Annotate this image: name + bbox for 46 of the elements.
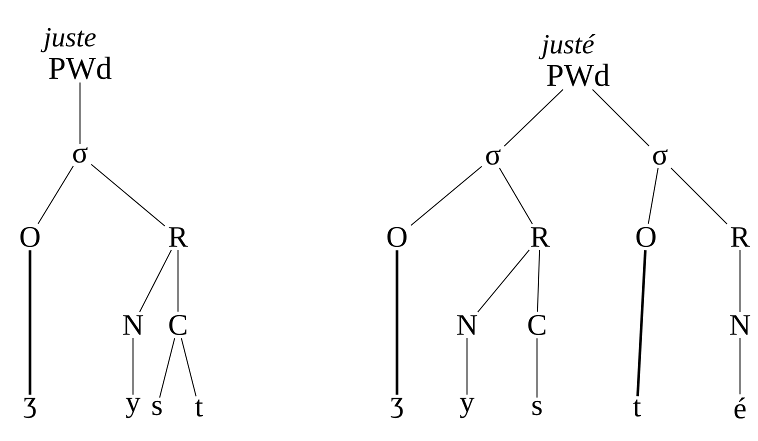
tree-label: N bbox=[123, 315, 144, 335]
tree-branch bbox=[38, 166, 74, 224]
tree-label: σ bbox=[73, 147, 88, 163]
tree-label: O bbox=[636, 226, 656, 248]
tree-label: y bbox=[126, 398, 140, 418]
tree-label: O bbox=[20, 226, 40, 248]
tree-branch bbox=[396, 250, 398, 395]
tree-branch bbox=[410, 166, 482, 226]
tree-label: O bbox=[387, 226, 407, 248]
tree-branch bbox=[498, 168, 533, 224]
tree-branch bbox=[477, 249, 530, 313]
tree-branch bbox=[28, 250, 32, 395]
tree-branch bbox=[466, 337, 468, 396]
tree-label: PWd bbox=[547, 64, 610, 86]
tree-label: ʒ bbox=[24, 398, 36, 418]
tree-branch bbox=[636, 250, 647, 396]
word-label: juste bbox=[40, 28, 96, 52]
tree-branch bbox=[139, 249, 172, 313]
tree-label: ʒ bbox=[390, 398, 403, 418]
tree-label: s bbox=[152, 400, 162, 416]
tree-label: y bbox=[460, 398, 474, 418]
tree-branch bbox=[592, 89, 650, 146]
tree-branch bbox=[648, 168, 659, 224]
tree-branch bbox=[670, 168, 728, 224]
tree-branch bbox=[90, 164, 166, 226]
tree-label: PWd bbox=[49, 56, 112, 80]
tree-label: R bbox=[168, 227, 188, 247]
tree-label: s bbox=[532, 400, 542, 416]
tree-branch bbox=[536, 249, 540, 312]
tree-branch bbox=[536, 338, 538, 398]
tree-label: σ bbox=[486, 149, 501, 165]
tree-label: R bbox=[730, 227, 750, 247]
word-label: justé bbox=[538, 34, 596, 60]
tree-branch bbox=[504, 89, 564, 147]
tree-label: N bbox=[457, 315, 478, 335]
tree-branch bbox=[159, 338, 176, 398]
tree-label: t bbox=[633, 399, 641, 417]
tree-label: C bbox=[528, 314, 546, 336]
tree-branch bbox=[180, 338, 197, 397]
tree-label: N bbox=[730, 315, 750, 335]
tree-label: t bbox=[195, 399, 203, 417]
tree-label: σ bbox=[653, 149, 668, 165]
tree-label: R bbox=[530, 227, 550, 247]
tree-label: C bbox=[169, 314, 186, 336]
tree-branch bbox=[132, 337, 134, 396]
tree-label: é bbox=[734, 397, 746, 419]
